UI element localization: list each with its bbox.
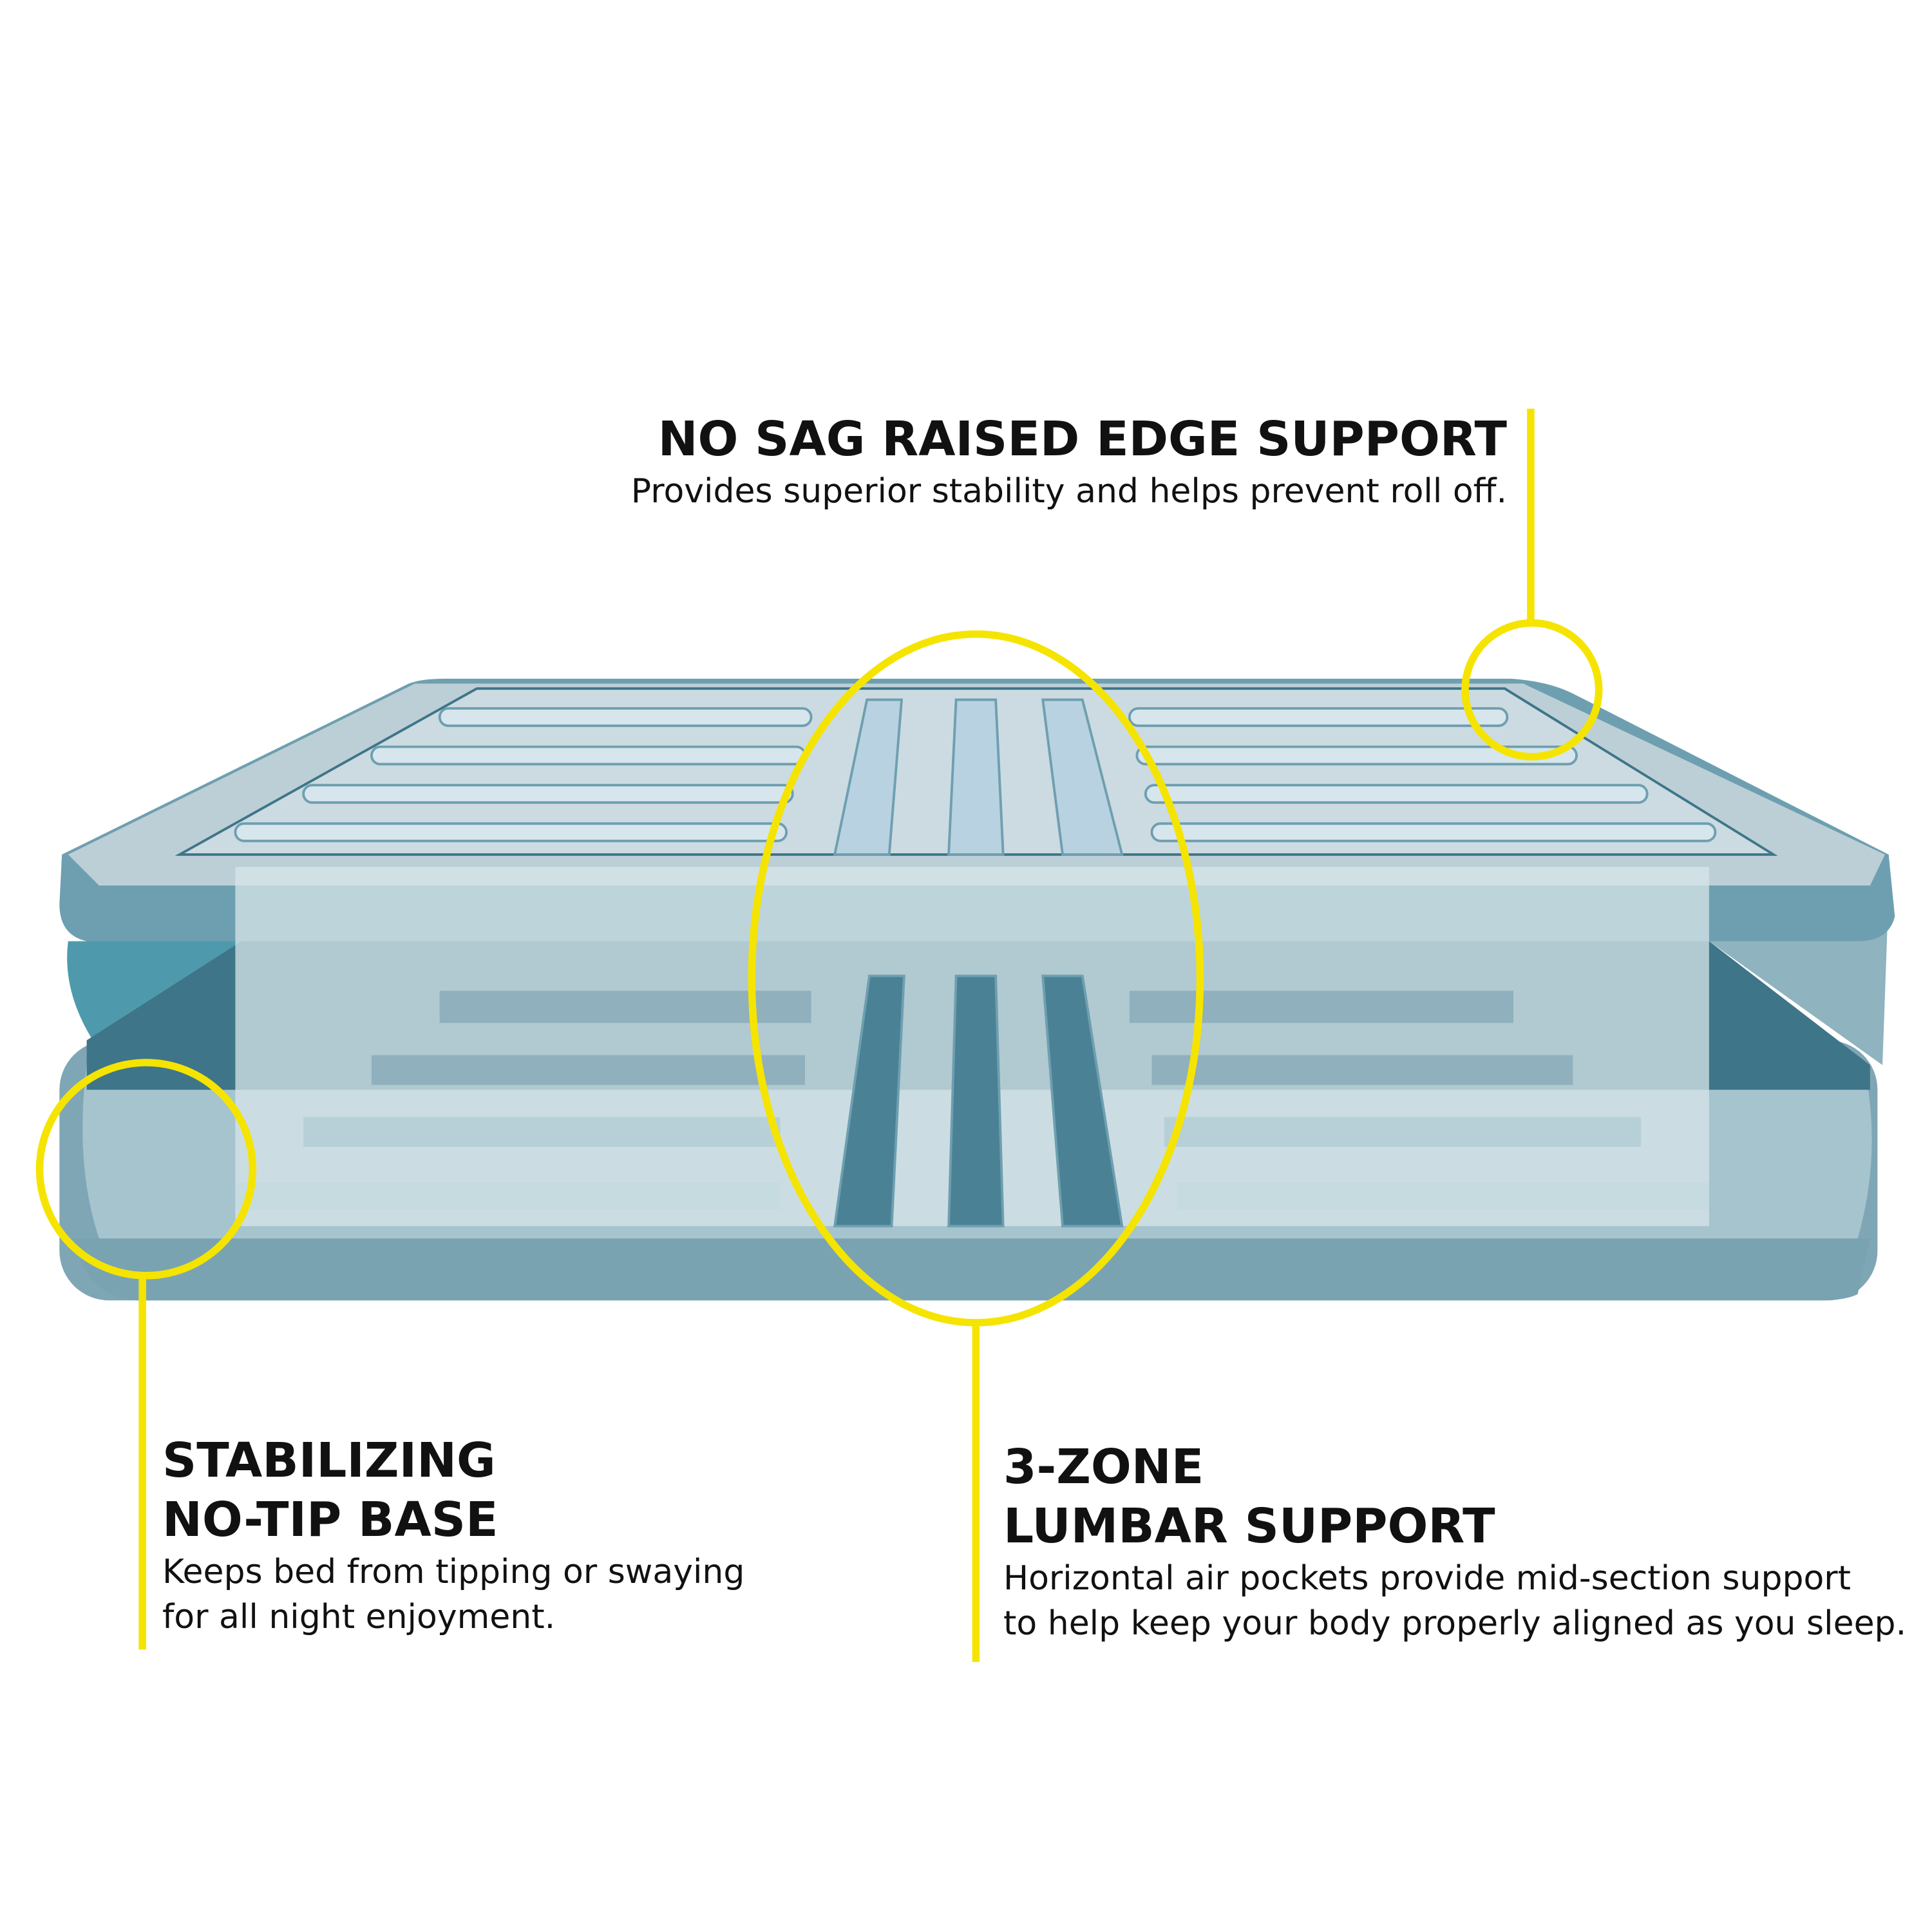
- edge-support-description: Provides superior stability and helps pr…: [630, 472, 1507, 511]
- lumbar-title-line2: LUMBAR SUPPORT: [1003, 1499, 1495, 1554]
- lumbar-title-line1: 3-ZONE: [1003, 1439, 1204, 1495]
- no-tip-base-description-line1: Keeps bed from tipping or swaying: [162, 1553, 745, 1591]
- no-tip-base-callout: STABILIZING NO-TIP BASE Keeps bed from t…: [162, 1431, 744, 1640]
- lumbar-description-line2: to help keep your body properly aligned …: [1003, 1604, 1907, 1643]
- edge-support-callout: NO SAG RAISED EDGE SUPPORT Provides supe…: [631, 410, 1507, 514]
- no-tip-base-description-line2: for all night enjoyment.: [162, 1598, 556, 1636]
- highlight-markers: [35, 408, 1603, 1662]
- edge-support-title: NO SAG RAISED EDGE SUPPORT: [658, 412, 1507, 467]
- no-tip-base-title-line1: STABILIZING: [162, 1433, 496, 1488]
- no-tip-base-title-line2: NO-TIP BASE: [162, 1492, 498, 1548]
- lumbar-description-line1: Horizontal air pockets provide mid-secti…: [1003, 1559, 1852, 1598]
- lumbar-air-pockets: [833, 698, 1124, 1227]
- lumbar-support-callout: 3-ZONE LUMBAR SUPPORT Horizontal air poc…: [1003, 1437, 1906, 1646]
